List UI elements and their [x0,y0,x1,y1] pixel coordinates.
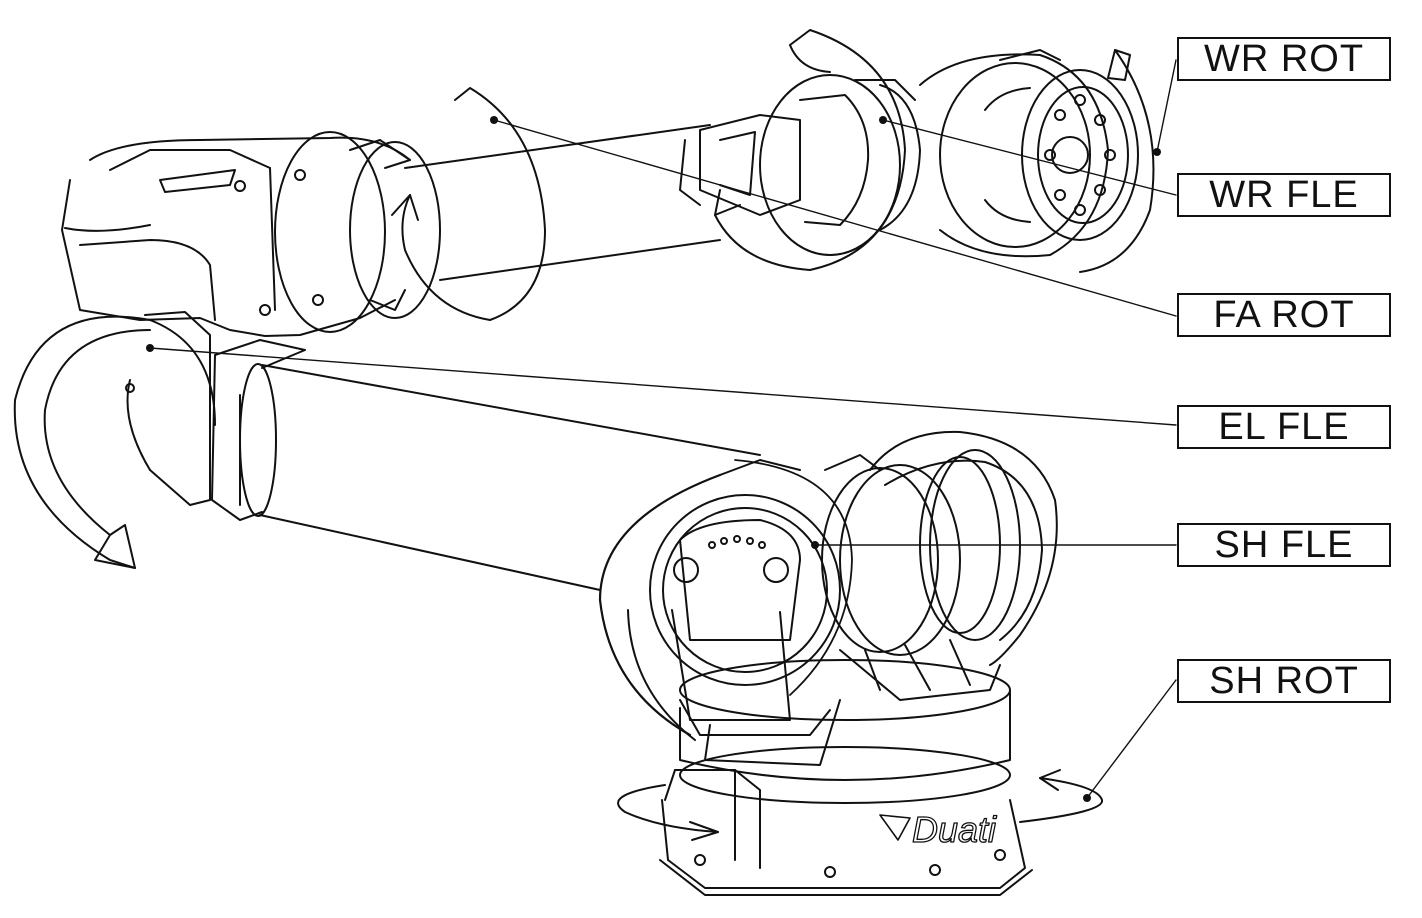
fa-rot-arrow [391,87,546,321]
leader-dots [146,116,1161,802]
label-wr-fle: WR FLE [1177,173,1391,217]
label-sh-rot: SH ROT [1177,659,1391,703]
label-fa-rot: FA ROT [1177,293,1391,337]
label-sh-fle-text: SH FLE [1214,524,1354,566]
label-el-fle: EL FLE [1177,405,1391,449]
leader-el-fle [149,347,1177,426]
leader-wr-rot [1156,59,1177,153]
forearm-tube [404,124,721,281]
brand-logo-text: Duati [912,809,997,850]
sh-rot-arrow [617,769,1103,841]
elbow-joint [125,311,306,521]
shoulder-joint [598,430,1058,766]
label-sh-fle: SH FLE [1177,523,1391,567]
label-sh-rot-text: SH ROT [1209,660,1359,702]
el-fle-arrow [13,315,216,569]
base-housing [659,659,1033,896]
leader-fa-rot [493,119,1177,317]
wr-rot-arrow [1079,49,1155,273]
label-wr-fle-text: WR FLE [1209,174,1359,216]
label-el-fle-text: EL FLE [1218,406,1350,448]
upper-arm-tube [239,363,761,591]
label-wr-rot: WR ROT [1177,37,1391,81]
label-wr-rot-text: WR ROT [1203,38,1365,80]
wr-fle-arrow [714,29,906,271]
forearm-body [61,131,441,337]
label-fa-rot-text: FA ROT [1213,294,1355,336]
leader-sh-rot [1086,679,1177,799]
sh-fle-arrow [734,459,853,696]
leader-lines [149,59,1177,799]
wrist-flex-joint [679,74,921,256]
wrist-rotation-flange [919,49,1139,258]
leader-wr-fle [882,119,1177,196]
